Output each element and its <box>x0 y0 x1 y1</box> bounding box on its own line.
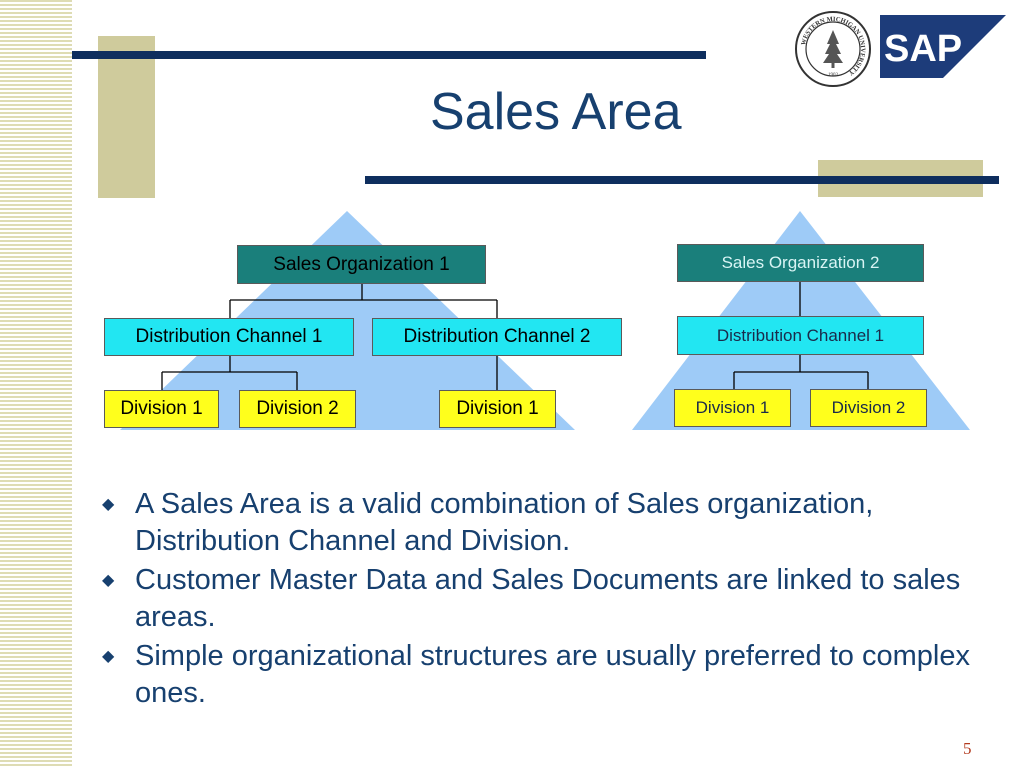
page-number: 5 <box>963 739 972 758</box>
slide-title: Sales Area <box>430 83 682 141</box>
diamond-bullet-icon: ◆ <box>102 496 115 513</box>
seal-year: 1903 <box>828 73 839 78</box>
bullet-list: ◆ A Sales Area is a valid combination of… <box>98 486 978 714</box>
bullet-item: ◆ Customer Master Data and Sales Documen… <box>98 562 978 636</box>
sales-organization-2-box: Sales Organization 2 <box>677 244 924 282</box>
diamond-bullet-icon: ◆ <box>102 572 115 589</box>
title-rule-top <box>72 51 706 59</box>
connectors-left <box>161 283 498 391</box>
bullet-text: A Sales Area is a valid combination of S… <box>135 488 874 557</box>
division-1-box: Division 1 <box>104 390 219 428</box>
bullet-item: ◆ A Sales Area is a valid combination of… <box>98 486 978 560</box>
connectors-right <box>733 282 869 389</box>
left-striped-margin <box>0 0 72 768</box>
title-rule-bottom <box>365 176 999 184</box>
bullet-text: Customer Master Data and Sales Documents… <box>135 564 961 633</box>
university-seal-logo: WESTERN MICHIGAN UNIVERSITY 1903 <box>795 11 871 87</box>
division-2-box: Division 2 <box>239 390 356 428</box>
division-1-box-channel-2: Division 1 <box>439 390 556 428</box>
bullet-item: ◆ Simple organizational structures are u… <box>98 638 978 712</box>
diamond-bullet-icon: ◆ <box>102 648 115 665</box>
right-division-2-box: Division 2 <box>810 389 927 427</box>
bullet-text: Simple organizational structures are usu… <box>135 640 970 709</box>
sap-logo-text: SAP <box>884 28 962 70</box>
decorative-block-left <box>98 36 155 198</box>
sales-organization-1-box: Sales Organization 1 <box>237 245 486 284</box>
sap-logo: SAP <box>880 15 1006 78</box>
right-division-1-box: Division 1 <box>674 389 791 427</box>
distribution-channel-1-box: Distribution Channel 1 <box>104 318 354 356</box>
distribution-channel-2-box: Distribution Channel 2 <box>372 318 622 356</box>
right-distribution-channel-1-box: Distribution Channel 1 <box>677 316 924 355</box>
